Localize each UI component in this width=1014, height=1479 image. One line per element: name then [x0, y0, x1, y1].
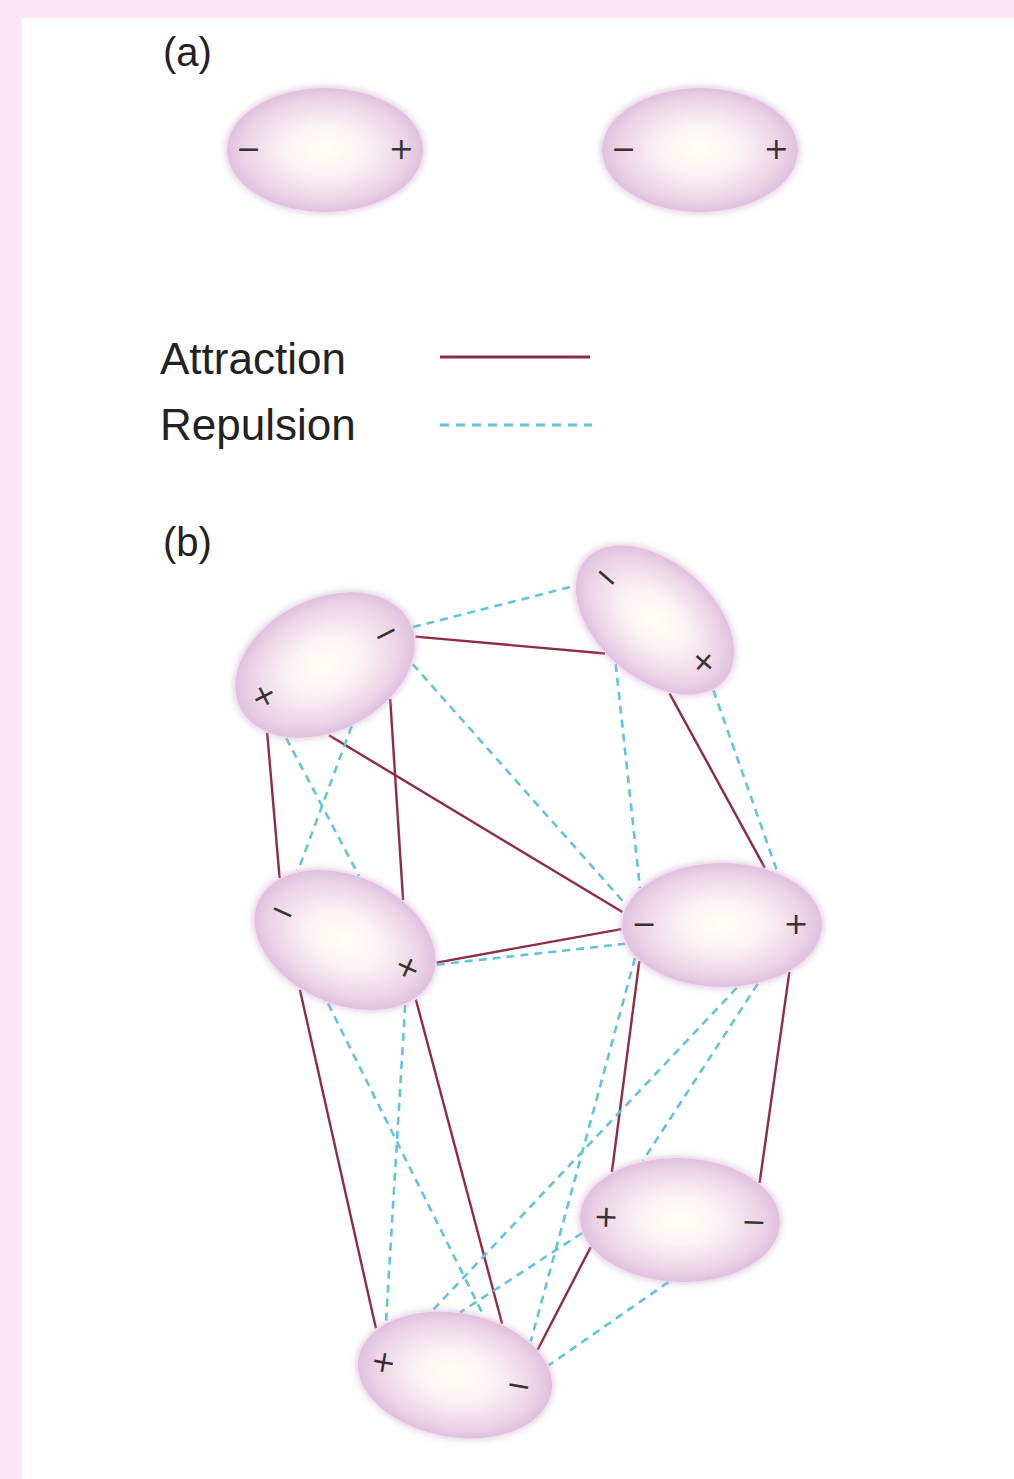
charge-sign: − [631, 909, 656, 939]
attraction-line [760, 972, 790, 1183]
attraction-line [416, 637, 606, 654]
legend-text: Repulsion [160, 403, 356, 447]
repulsion-line [616, 664, 640, 888]
repulsion-line [413, 664, 626, 905]
page-panel [22, 18, 1014, 1479]
charge-sign: + [390, 948, 425, 986]
repulsion-line [298, 726, 352, 871]
repulsion-line [386, 1005, 405, 1322]
charge-sign: − [504, 1369, 534, 1403]
charge-sign: + [764, 134, 789, 164]
charge-sign: + [369, 1345, 399, 1379]
dipole-molecule: −+ [622, 863, 822, 987]
repulsion-line [643, 984, 758, 1161]
legend-line-sample [440, 424, 592, 427]
repulsion-line [328, 1004, 484, 1317]
legend-text: Attraction [160, 337, 346, 381]
repulsion-line [531, 958, 635, 1342]
panel-label: (a) [163, 32, 212, 72]
attraction-line [670, 693, 765, 868]
attraction-line [300, 990, 376, 1329]
legend-line-sample [440, 356, 590, 359]
repulsion-line [413, 586, 575, 627]
charge-sign: + [685, 642, 724, 681]
charge-sign: − [741, 1207, 767, 1238]
charge-sign: + [593, 1201, 619, 1232]
panel-label: (b) [163, 522, 212, 562]
repulsion-line [713, 690, 777, 872]
dipole-molecule: −+ [227, 88, 423, 212]
charge-sign: + [389, 134, 414, 164]
charge-sign: + [783, 909, 808, 939]
attraction-line [612, 961, 639, 1172]
charge-sign: − [368, 614, 404, 652]
attraction-line [390, 699, 403, 900]
charge-sign: − [587, 558, 626, 597]
attraction-line [538, 1247, 591, 1350]
attraction-line [267, 733, 279, 878]
charge-sign: − [611, 134, 636, 164]
attraction-line [416, 1000, 502, 1324]
repulsion-line [460, 1233, 582, 1312]
charge-sign: − [236, 134, 261, 164]
charge-sign: − [265, 893, 300, 931]
repulsion-line [549, 1282, 669, 1365]
repulsion-line [437, 944, 625, 965]
dipole-molecule: −+ [602, 88, 798, 212]
charge-sign: + [246, 676, 282, 714]
attraction-line [437, 929, 622, 963]
